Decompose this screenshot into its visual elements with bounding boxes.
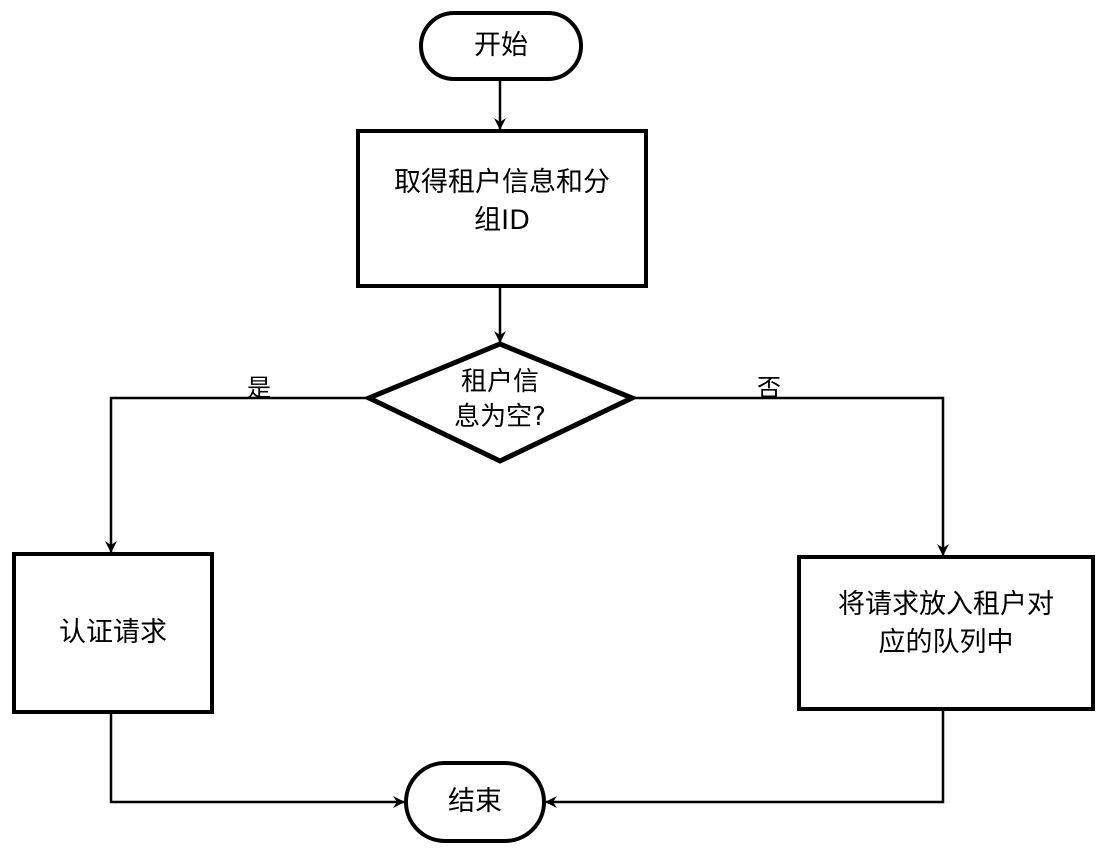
- get-info-process-box: [356, 129, 648, 288]
- start-label: 开始: [421, 13, 581, 79]
- authenticate-process-box: [12, 552, 214, 714]
- decision-line2: 息为空?: [454, 402, 546, 432]
- get-info-line1: 取得租户信息和分: [394, 166, 610, 198]
- authenticate-label: 认证请求: [14, 554, 212, 712]
- end-label: 结束: [406, 763, 544, 841]
- yes-edge-label: 是: [247, 374, 271, 402]
- end-terminal: [404, 761, 546, 843]
- authenticate-text: 认证请求: [59, 617, 167, 648]
- no-edge-label: 否: [757, 374, 781, 402]
- enqueue-line1: 将请求放入租户对: [838, 589, 1054, 620]
- get-info-line2: 组ID: [474, 204, 530, 236]
- decision-line1: 租户信: [460, 367, 539, 397]
- start-text: 开始: [474, 30, 528, 61]
- enqueue-line2: 应的队列中: [878, 627, 1014, 658]
- edge-enqueue-to-end: [545, 709, 945, 808]
- get-info-label: 取得租户信息和分 组ID: [358, 131, 646, 286]
- edge-decision-yes-to-authenticate: [105, 396, 367, 553]
- edge-decision-no-to-enqueue: [633, 396, 949, 556]
- decision-label: 租户信 息为空?: [420, 360, 580, 440]
- decision-diamond: [362, 341, 639, 464]
- enqueue-process-box: [797, 555, 1095, 711]
- enqueue-label: 将请求放入租户对 应的队列中: [799, 557, 1093, 709]
- edge-authenticate-to-end: [109, 712, 405, 808]
- end-text: 结束: [448, 786, 502, 817]
